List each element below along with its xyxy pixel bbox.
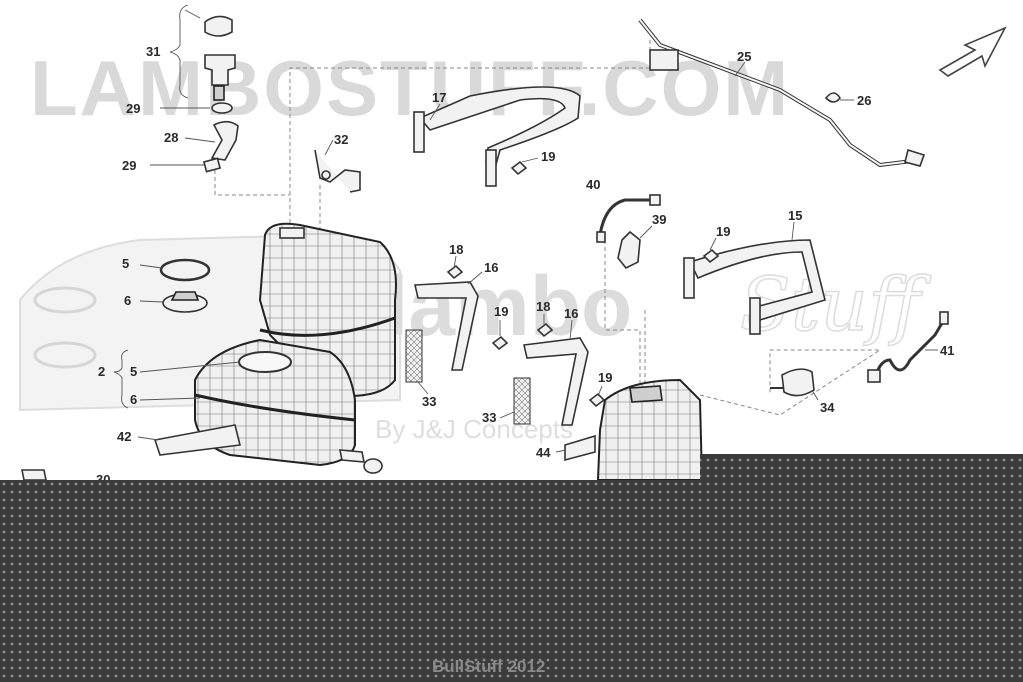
- callout-18a: 18: [449, 242, 463, 257]
- part-filler-cap: [169, 4, 236, 101]
- callout-26: 26: [857, 93, 871, 108]
- callout-40: 40: [586, 177, 600, 192]
- part-wire-40: [596, 194, 661, 243]
- callout-28: 28: [164, 130, 178, 145]
- callout-33b: 33: [482, 410, 496, 425]
- part-bolt-19c: [491, 335, 509, 351]
- part-hose-clamp: [150, 157, 222, 173]
- part-fuel-filter-34: [770, 368, 815, 397]
- part-tank-strap-17: [413, 86, 581, 187]
- callout-17: 17: [432, 90, 446, 105]
- part-charcoal-canister: [596, 378, 704, 481]
- callout-39: 39: [652, 212, 666, 227]
- part-pad-33b: [513, 377, 531, 425]
- callout-42: 42: [117, 429, 131, 444]
- part-bracket-32: [314, 139, 361, 193]
- callout-19a: 19: [541, 149, 555, 164]
- callout-6b: 6: [130, 392, 137, 407]
- callout-44: 44: [536, 445, 551, 460]
- callout-33a: 33: [422, 394, 436, 409]
- part-heat-shield-42: [153, 424, 241, 456]
- callout-29b: 29: [122, 158, 136, 173]
- part-bracket-39: [617, 230, 641, 270]
- part-locking-ring-5: [139, 258, 211, 282]
- part-bolt-19d: [588, 392, 606, 408]
- part-bolt-19a: [510, 160, 528, 176]
- watermark-byline: By J&J Concepts: [375, 414, 573, 444]
- callout-19d: 19: [598, 370, 612, 385]
- part-sensor-41: [867, 311, 949, 383]
- part-pad-44: [564, 434, 596, 462]
- callout-16b: 16: [564, 306, 578, 321]
- callout-15: 15: [788, 208, 802, 223]
- callout-25: 25: [737, 49, 751, 64]
- part-pad-33a: [405, 329, 423, 383]
- callout-5a: 5: [122, 256, 129, 271]
- dotted-overlay: [0, 454, 1023, 682]
- part-bolt-18a: [446, 264, 464, 280]
- callout-18b: 18: [536, 299, 550, 314]
- part-strap-16a: [414, 281, 479, 371]
- callout-2: 2: [98, 364, 105, 379]
- part-strap-16b: [523, 337, 589, 426]
- part-fuel-line-25: [638, 18, 926, 168]
- part-30: [21, 469, 47, 481]
- callout-34: 34: [820, 400, 835, 415]
- direction-arrow-icon: [938, 26, 1007, 77]
- callout-32: 32: [334, 132, 348, 147]
- watermark-logo-word: lambo: [385, 259, 632, 353]
- callout-5b: 5: [130, 364, 137, 379]
- part-clip-26: [824, 92, 841, 103]
- footer-credit: BullStuff 2012: [432, 657, 545, 676]
- part-tank-strap-15: [683, 239, 826, 335]
- callout-41: 41: [940, 343, 954, 358]
- part-bolt-19b: [702, 248, 720, 264]
- callout-19b: 19: [716, 224, 730, 239]
- part-filler-hose: [184, 120, 239, 161]
- callout-19c: 19: [494, 304, 508, 319]
- callout-31: 31: [146, 44, 160, 59]
- part-bolt-18b: [536, 322, 554, 338]
- callout-6a: 6: [124, 293, 131, 308]
- callout-29a: 29: [126, 101, 140, 116]
- part-sender-flange-6: [139, 291, 208, 313]
- bracket-group-2: [113, 349, 129, 409]
- part-seal-ring: [160, 102, 233, 114]
- callout-16a: 16: [484, 260, 498, 275]
